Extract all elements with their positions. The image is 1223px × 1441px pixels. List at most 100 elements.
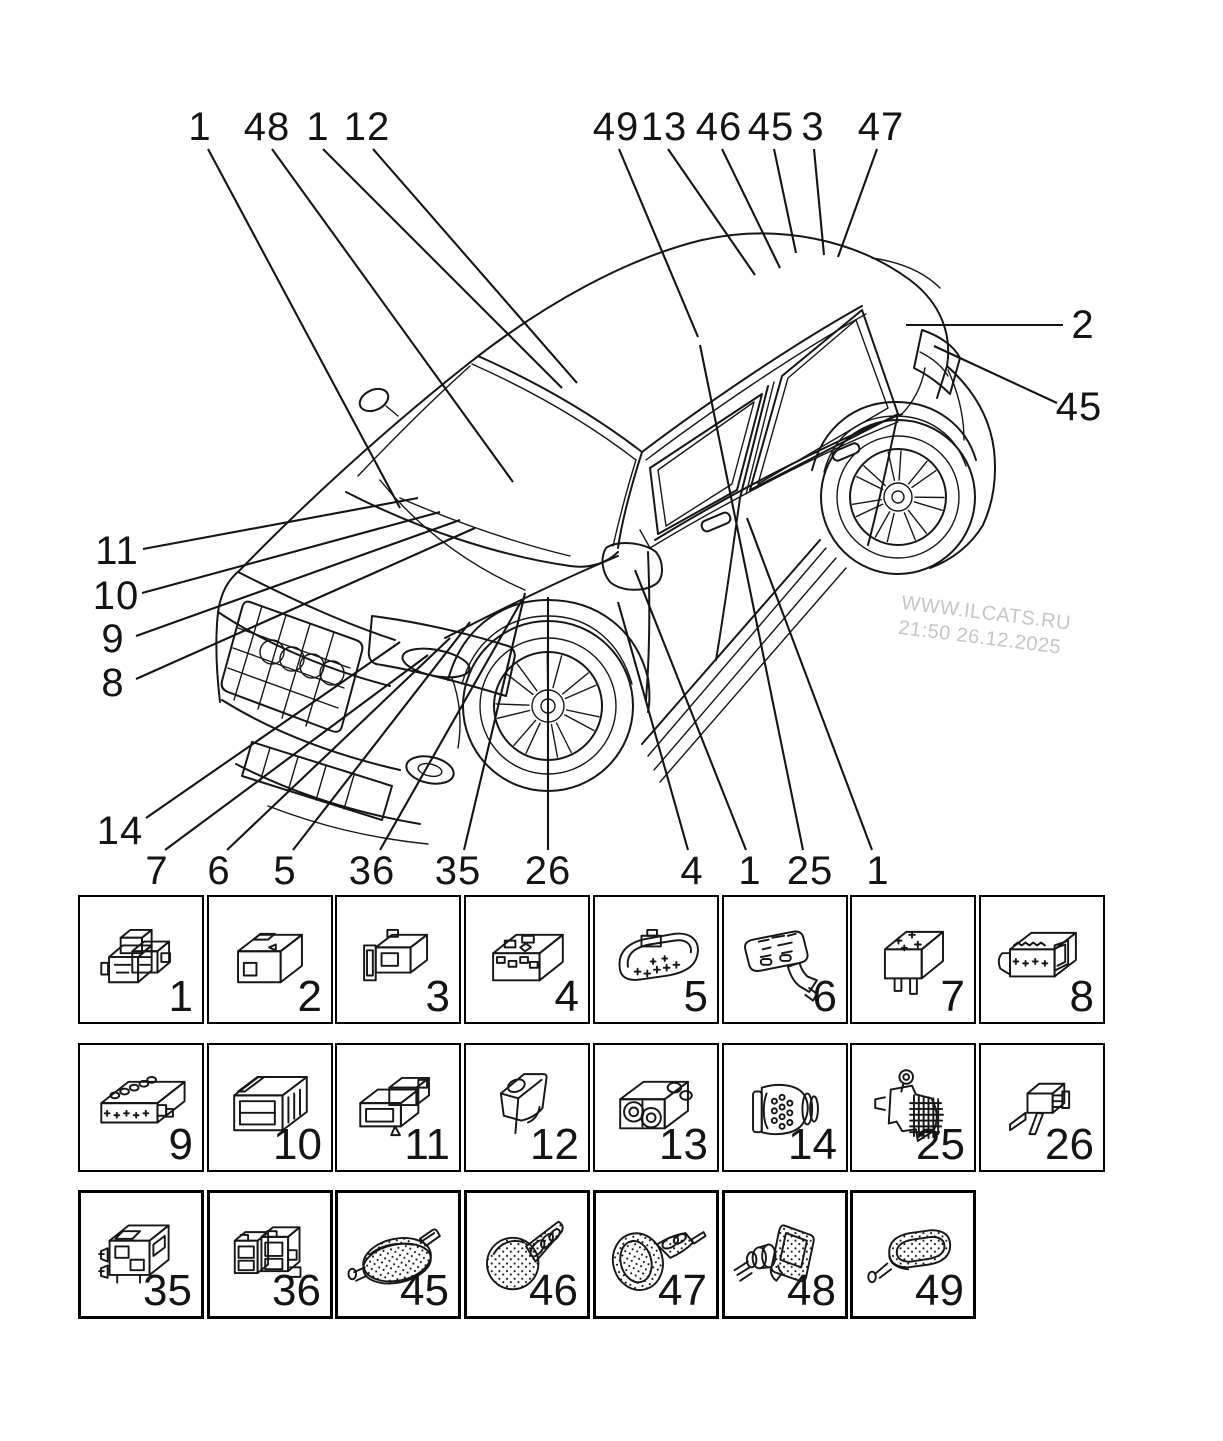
- part-cell-14[interactable]: 14: [722, 1043, 848, 1172]
- callout-line-35-bottom: [462, 592, 527, 851]
- callout-line-49-top: [618, 148, 699, 338]
- car-silhouette: [215, 232, 950, 703]
- housing-latch-icon: [237, 932, 303, 984]
- far-side-mirror: [358, 387, 399, 417]
- rear-door-window: [749, 309, 899, 491]
- callout-label-7-bottom: 7: [145, 849, 168, 893]
- part-number: 2: [297, 971, 322, 1021]
- part-number: 48: [787, 1265, 836, 1315]
- part-number: 36: [272, 1265, 321, 1315]
- callout-label-5-bottom: 5: [273, 849, 296, 893]
- part-number: 4: [554, 971, 579, 1021]
- part-cell-12[interactable]: 12: [464, 1043, 590, 1172]
- callout-line-12-top: [372, 148, 578, 384]
- callout-line-8-left: [135, 527, 476, 680]
- oval-grommet-icon: [347, 1228, 441, 1285]
- callout-line-45-right: [933, 345, 1058, 404]
- callout-line-46-top: [721, 148, 781, 269]
- part-number: 11: [404, 1119, 450, 1169]
- part-cell-48[interactable]: 48: [722, 1190, 848, 1319]
- b-pillar: [739, 385, 769, 499]
- part-cell-4[interactable]: 4: [464, 895, 590, 1024]
- front-wheel-arch: [447, 599, 651, 713]
- sealed-oval-connector-icon: [618, 929, 699, 981]
- part-cell-36[interactable]: 36: [207, 1190, 333, 1319]
- part-cell-1[interactable]: 1: [78, 895, 204, 1024]
- part-cell-7[interactable]: 7: [850, 895, 976, 1024]
- callout-label-4-bottom: 4: [680, 849, 703, 893]
- cone-grommet-icon: [486, 1220, 564, 1291]
- callout-label-47-top: 47: [858, 105, 905, 149]
- part-cell-6[interactable]: 6: [722, 895, 848, 1024]
- car-illustration: [215, 232, 996, 845]
- part-cell-5[interactable]: 5: [593, 895, 719, 1024]
- part-number: 5: [683, 971, 708, 1021]
- callout-label-35-bottom: 35: [435, 849, 482, 893]
- part-cell-11[interactable]: 11: [335, 1043, 461, 1172]
- callout-line-25-bottom: [698, 344, 805, 851]
- roof-rail: [641, 305, 863, 453]
- part-cell-47[interactable]: 47: [593, 1190, 719, 1319]
- part-cell-2[interactable]: 2: [207, 895, 333, 1024]
- part-cell-49[interactable]: 49: [850, 1190, 976, 1319]
- part-cell-25[interactable]: 25: [850, 1043, 976, 1172]
- callout-label-10-left: 10: [93, 574, 140, 618]
- callout-label-45-right: 45: [1056, 385, 1103, 429]
- part-number: 47: [658, 1265, 707, 1315]
- callout-line-1-bottom-a: [634, 569, 747, 851]
- callout-line-11-left: [142, 496, 419, 551]
- callout-line-36-bottom: [379, 599, 523, 851]
- cage-cube-icon: [98, 1224, 170, 1284]
- callout-label-6-bottom: 6: [207, 849, 230, 893]
- flanged-boot-icon: [733, 1224, 815, 1283]
- part-number: 26: [1045, 1119, 1094, 1169]
- part-cell-45[interactable]: 45: [335, 1190, 461, 1319]
- part-cell-13[interactable]: 13: [593, 1043, 719, 1172]
- part-cell-46[interactable]: 46: [464, 1190, 590, 1319]
- callout-line-45-top: [772, 148, 798, 254]
- callout-label-46-top: 46: [696, 105, 743, 149]
- callout-label-1-bottom-b: 1: [866, 849, 889, 893]
- part-number: 25: [916, 1119, 965, 1169]
- callout-label-45-top: 45: [748, 105, 795, 149]
- part-number: 10: [273, 1119, 322, 1169]
- part-number: 13: [659, 1119, 708, 1169]
- part-number: 6: [812, 971, 837, 1021]
- callout-label-26-bottom: 26: [525, 849, 572, 893]
- part-cell-26[interactable]: 26: [979, 1043, 1105, 1172]
- callout-line-14-left: [145, 641, 401, 819]
- callout-label-9-left: 9: [101, 617, 124, 661]
- callout-line-7-bottom: [164, 654, 429, 851]
- part-cell-8[interactable]: 8: [979, 895, 1105, 1024]
- part-cell-9[interactable]: 9: [78, 1043, 204, 1172]
- callout-label-36-bottom: 36: [349, 849, 396, 893]
- part-number: 3: [425, 971, 450, 1021]
- callout-label-12-top: 12: [344, 105, 391, 149]
- part-number: 46: [529, 1265, 578, 1315]
- flat-header-icon: [100, 1076, 186, 1124]
- part-number: 12: [530, 1119, 579, 1169]
- part-cell-3[interactable]: 3: [335, 895, 461, 1024]
- rear-wheel: [820, 419, 976, 575]
- callout-line-9-left: [135, 519, 461, 637]
- headlight: [367, 615, 516, 697]
- callout-line-47-top: [837, 148, 878, 258]
- part-cell-10[interactable]: 10: [207, 1043, 333, 1172]
- rear-door-handle: [831, 442, 861, 462]
- callout-label-49-top: 49: [593, 105, 640, 149]
- rear-wheel-arch: [811, 401, 977, 471]
- grid-bracket-icon: [874, 1069, 944, 1142]
- part-number: 9: [168, 1119, 193, 1169]
- callout-label-13-top: 13: [641, 105, 688, 149]
- cone-grommet-angled-icon: [611, 1231, 707, 1291]
- part-cell-35[interactable]: 35: [78, 1190, 204, 1319]
- callout-line-10-left: [141, 510, 441, 595]
- part-number: 35: [143, 1265, 192, 1315]
- part-number: 45: [400, 1265, 449, 1315]
- part-number: 7: [940, 971, 965, 1021]
- callout-line-1-bottom-b: [746, 517, 873, 851]
- wheel-spokes: [851, 450, 945, 543]
- windshield-header: [477, 355, 643, 453]
- two-prong-plug-icon: [1009, 1082, 1071, 1136]
